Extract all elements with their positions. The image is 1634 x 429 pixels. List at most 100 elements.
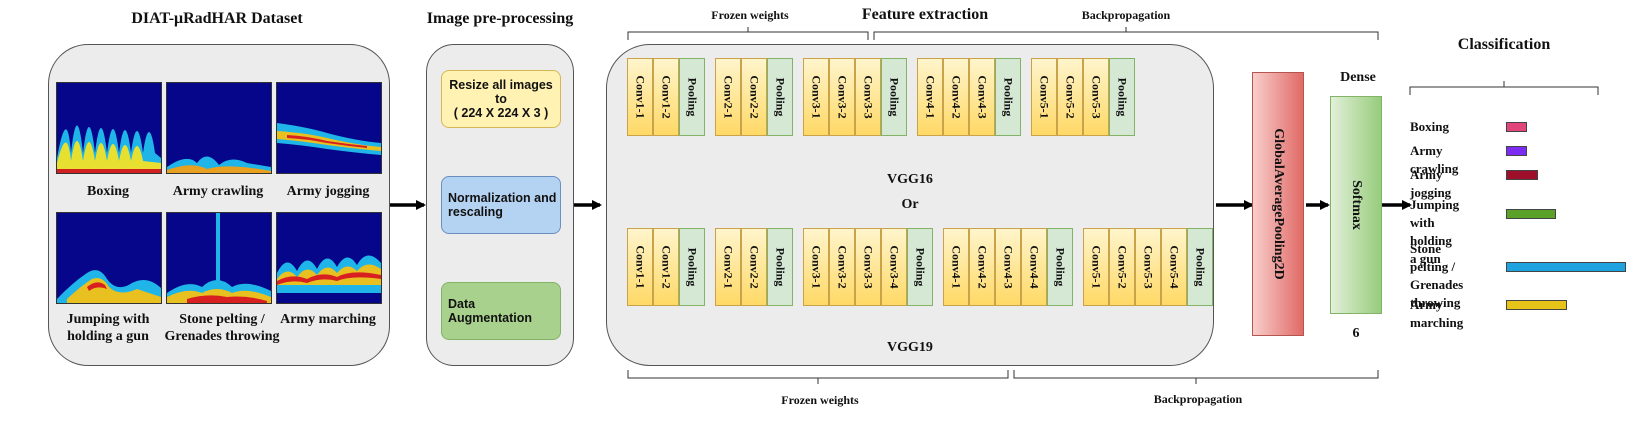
vgg16-pooling-5: Pooling (1109, 58, 1135, 136)
vgg16-conv5-1: Conv5-1 (1031, 58, 1057, 136)
layer-label: Conv5-1 (1037, 75, 1052, 119)
class-label: Stone pelting / Grenades throwing (1410, 241, 1464, 310)
layer-label: Conv1-2 (659, 75, 674, 119)
vgg19-conv5-3: Conv5-3 (1135, 228, 1161, 306)
vgg19-pooling-4: Pooling (1047, 228, 1073, 306)
layer-label: Conv4-2 (949, 75, 964, 119)
vgg19-conv4-3: Conv4-3 (995, 228, 1021, 306)
layer-label: Conv4-1 (923, 75, 938, 119)
brace-bottom-frozen (627, 370, 1009, 379)
bottom-backprop-label: Backpropagation (1153, 392, 1243, 406)
brace-top-backprop (873, 31, 1379, 40)
class-label: Jumping with holding a gun (1410, 197, 1460, 266)
layer-label: Conv2-1 (721, 75, 736, 119)
layer-label: Conv5-4 (1167, 245, 1182, 289)
spectrogram-stone-pelting (166, 212, 272, 304)
layer-label: Pooling (1115, 77, 1130, 117)
caption-army-crawling: Army crawling (172, 184, 264, 199)
vgg19-conv1-2: Conv1-2 (653, 228, 679, 306)
class-score-bar (1506, 170, 1538, 180)
vgg19-conv4-1: Conv4-1 (943, 228, 969, 306)
layer-label: Conv5-2 (1115, 245, 1130, 289)
layer-label: Conv1-1 (633, 75, 648, 119)
dense-title: Dense (1340, 70, 1376, 85)
gap-label: GlobalAveragePooling2D (1271, 128, 1286, 280)
vgg16-label: VGG16 (887, 172, 933, 187)
layer-label: Pooling (913, 247, 928, 287)
class-score-bar (1506, 209, 1556, 219)
resize-step: Resize all images to ( 224 X 224 X 3 ) (441, 70, 561, 128)
vgg16-conv2-1: Conv2-1 (715, 58, 741, 136)
caption-jumping: Jumping with holding a gun (66, 312, 150, 344)
layer-label: Conv4-3 (1001, 245, 1016, 289)
class-label: Army marching (1410, 297, 1464, 330)
class-label: Army crawling (1410, 143, 1459, 176)
vgg16-pooling-2: Pooling (767, 58, 793, 136)
caption-army-jogging: Army jogging (286, 184, 370, 199)
vgg16-conv3-1: Conv3-1 (803, 58, 829, 136)
vgg16-conv2-2: Conv2-2 (741, 58, 767, 136)
layer-label: Conv3-1 (809, 75, 824, 119)
layer-label: Pooling (887, 77, 902, 117)
vgg16-conv1-1: Conv1-1 (627, 58, 653, 136)
or-label: Or (901, 197, 919, 212)
softmax-layer: Softmax (1330, 96, 1382, 314)
spectrogram-jumping (56, 212, 162, 304)
vgg16-conv4-3: Conv4-3 (969, 58, 995, 136)
caption-boxing: Boxing (86, 184, 129, 199)
layer-label: Conv3-3 (861, 75, 876, 119)
class-score-bar (1506, 262, 1626, 272)
vgg16-pooling-3: Pooling (881, 58, 907, 136)
preprocessing-title: Image pre-processing (426, 10, 574, 27)
vgg16-conv3-2: Conv3-2 (829, 58, 855, 136)
layer-label: Conv4-2 (975, 245, 990, 289)
layer-label: Pooling (685, 247, 700, 287)
caption-stone-pelting: Stone pelting / Grenades throwing (164, 312, 280, 344)
layer-label: Conv2-2 (747, 245, 762, 289)
layer-label: Pooling (1193, 247, 1208, 287)
layer-label: Conv3-3 (861, 245, 876, 289)
vgg19-conv5-2: Conv5-2 (1109, 228, 1135, 306)
layer-label: Pooling (773, 77, 788, 117)
layer-label: Conv2-1 (721, 245, 736, 289)
layer-label: Pooling (1053, 247, 1068, 287)
layer-label: Conv4-4 (1027, 245, 1042, 289)
layer-label: Conv4-3 (975, 75, 990, 119)
spectrogram-army-crawling (166, 82, 272, 174)
class-score-bar (1506, 146, 1527, 156)
vgg19-conv1-1: Conv1-1 (627, 228, 653, 306)
layer-label: Conv1-1 (633, 245, 648, 289)
vgg19-conv2-2: Conv2-2 (741, 228, 767, 306)
vgg16-conv4-1: Conv4-1 (917, 58, 943, 136)
layer-label: Conv3-2 (835, 75, 850, 119)
bottom-frozen-label: Frozen weights (781, 393, 859, 407)
spectrogram-army-jogging (276, 82, 382, 174)
class-label: Army jogging (1410, 167, 1452, 200)
layer-label: Conv5-3 (1089, 75, 1104, 119)
class-label: Boxing (1410, 119, 1450, 134)
vgg19-conv5-4: Conv5-4 (1161, 228, 1187, 306)
dense-units: 6 (1352, 326, 1360, 341)
vgg19-pooling-3: Pooling (907, 228, 933, 306)
vgg16-conv1-2: Conv1-2 (653, 58, 679, 136)
vgg19-conv3-3: Conv3-3 (855, 228, 881, 306)
layer-label: Conv3-4 (887, 245, 902, 289)
layer-label: Pooling (773, 247, 788, 287)
vgg19-conv5-1: Conv5-1 (1083, 228, 1109, 306)
vgg16-pooling-1: Pooling (679, 58, 705, 136)
vgg16-conv3-3: Conv3-3 (855, 58, 881, 136)
classification-title: Classification (1457, 36, 1551, 53)
top-frozen-label: Frozen weights (711, 8, 789, 22)
feature-extraction-title: Feature extraction (861, 6, 989, 23)
layer-label: Pooling (685, 77, 700, 117)
layer-label: Conv2-2 (747, 75, 762, 119)
dataset-title: DIAT-μRadHAR Dataset (131, 10, 303, 27)
vgg16-conv4-2: Conv4-2 (943, 58, 969, 136)
vgg19-conv4-2: Conv4-2 (969, 228, 995, 306)
vgg19-conv2-1: Conv2-1 (715, 228, 741, 306)
vgg19-conv4-4: Conv4-4 (1021, 228, 1047, 306)
class-score-bar (1506, 300, 1567, 310)
layer-label: Conv5-3 (1141, 245, 1156, 289)
